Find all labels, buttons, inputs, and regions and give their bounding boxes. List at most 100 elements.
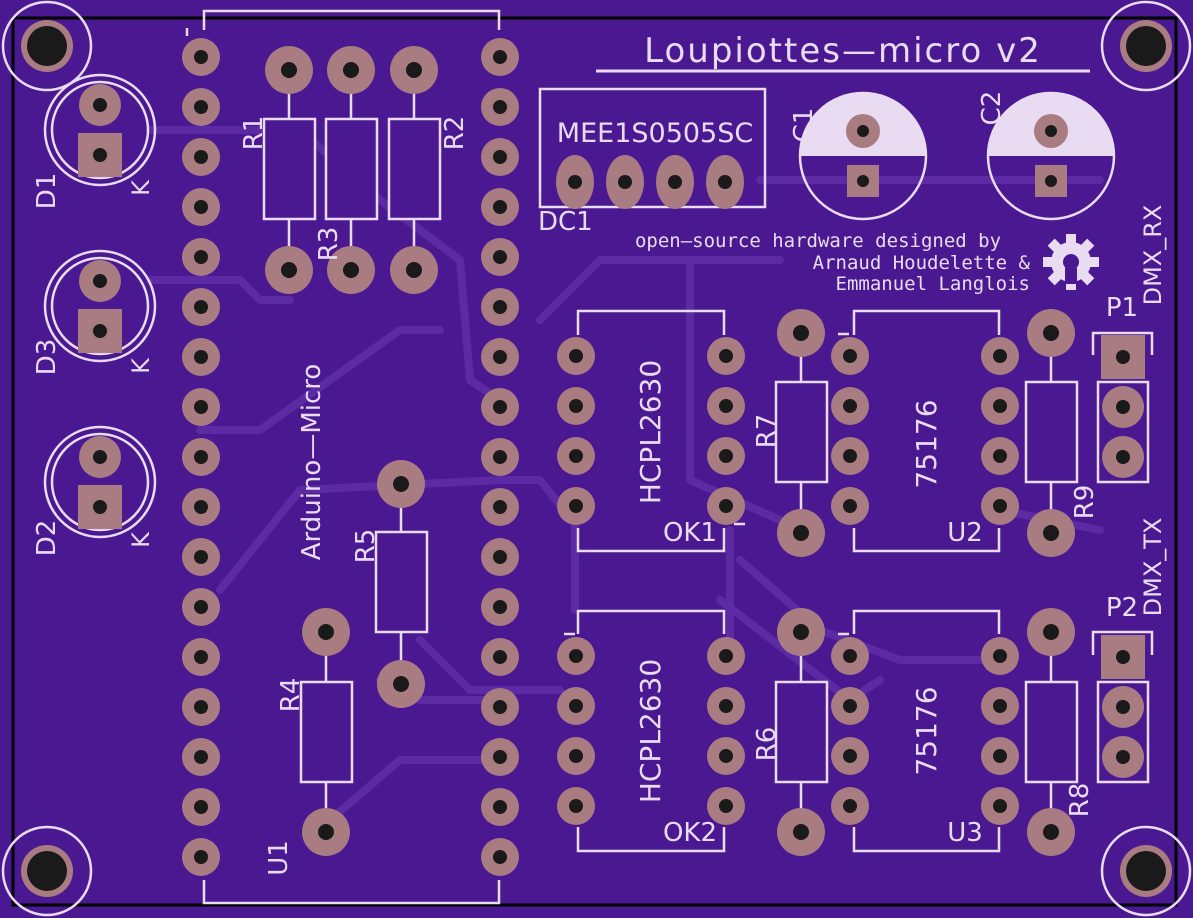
credits-line-2: Arnaud Houdelette &	[813, 252, 1031, 274]
u1-pin-left	[182, 788, 220, 826]
oshw-gear-icon	[1043, 234, 1099, 290]
ok1-pin	[707, 487, 745, 525]
hcpl-top-label: HCPL2630	[634, 360, 667, 504]
ok2-pin	[707, 637, 745, 675]
resistor-r3	[324, 70, 379, 270]
u1-label: U1	[264, 840, 294, 876]
board-title: Loupiottes—micro v2	[644, 31, 1042, 71]
p2-pin	[1102, 736, 1144, 778]
ok2-pin	[557, 637, 595, 675]
p1-label: P1	[1106, 293, 1138, 323]
dc1-label: DC1	[538, 207, 593, 237]
u1-pin-right	[481, 838, 519, 876]
mounting-hole-bottom-left	[1, 825, 93, 917]
u3-pin	[831, 637, 869, 675]
resistor-pad	[1027, 509, 1075, 557]
u1-pin-right	[481, 38, 519, 76]
dc-converter-dc1	[538, 87, 767, 209]
u1-pin-left	[182, 838, 220, 876]
u1-pin-right	[481, 788, 519, 826]
hcpl-bottom-label: HCPL2630	[634, 659, 667, 803]
u1-pin-left	[182, 438, 220, 476]
u1-pin-left	[182, 688, 220, 726]
led-cathode-pad	[78, 485, 122, 529]
u1-pin-left	[182, 538, 220, 576]
pads	[78, 38, 1145, 876]
ok1-pin	[707, 387, 745, 425]
resistor-r6	[774, 632, 829, 832]
transceiver-u2-outline	[838, 309, 1001, 553]
u2-label: U2	[947, 518, 983, 548]
u2-pin	[981, 487, 1019, 525]
dmx-rx-label: DMX_RX	[1139, 205, 1167, 306]
dmx-tx-label: DMX_TX	[1139, 518, 1167, 617]
u1-pin-left	[182, 488, 220, 526]
d1-cathode-label: K	[127, 179, 155, 196]
dc1-pin	[606, 155, 644, 209]
resistor-pad	[265, 46, 313, 94]
d3-label: D3	[32, 339, 62, 376]
ok1-pin	[557, 487, 595, 525]
led-anode-pad	[79, 84, 121, 126]
d2-label: D2	[32, 520, 62, 557]
resistor-pad	[1027, 808, 1075, 856]
ok2-pin	[707, 687, 745, 725]
resistor-pad	[377, 460, 425, 508]
resistor-pad	[377, 660, 425, 708]
r9-label: R9	[1070, 485, 1100, 520]
u3-pin	[981, 737, 1019, 775]
u1-pin-right	[481, 238, 519, 276]
capacitor-pad	[1034, 114, 1068, 148]
ok2-pin	[557, 787, 595, 825]
led-d2	[43, 425, 157, 539]
p1-pin-1	[1101, 335, 1145, 379]
c1-label: C1	[789, 108, 819, 143]
u2-pin	[981, 387, 1019, 425]
ok2-pin	[707, 787, 745, 825]
resistor-pad	[777, 509, 825, 557]
mounting-hole-top-right	[1100, 0, 1192, 92]
resistor-r9	[1024, 333, 1079, 533]
u1-pin-left	[182, 138, 220, 176]
r2-label: R2	[440, 116, 470, 151]
u3-pin	[981, 637, 1019, 675]
led-d3	[43, 249, 157, 363]
u1-pin-left	[182, 238, 220, 276]
u2-pin	[981, 337, 1019, 375]
optocoupler-ok2-outline	[564, 609, 726, 853]
resistor-pad	[777, 808, 825, 856]
u1-pin-left	[182, 288, 220, 326]
u3-pin	[831, 687, 869, 725]
resistor-pad	[327, 246, 375, 294]
u1-pin-left	[182, 88, 220, 126]
u2-pin	[831, 337, 869, 375]
resistor-pad	[302, 808, 350, 856]
resistor-pad	[265, 246, 313, 294]
r4-label: R4	[276, 678, 306, 713]
u2-pin	[831, 437, 869, 475]
u2-pin	[831, 487, 869, 525]
ic-75176-bottom-label: 75176	[910, 686, 943, 775]
ok2-pin	[707, 737, 745, 775]
connector-p1-outline	[1091, 331, 1154, 484]
u1-pin-right	[481, 738, 519, 776]
u1-pin-right	[481, 188, 519, 226]
dc1-pin	[556, 155, 594, 209]
u1-pin-right	[481, 338, 519, 376]
resistor-pad	[777, 608, 825, 656]
u1-pin-right	[481, 288, 519, 326]
p1-pin	[1102, 386, 1144, 428]
p2-pin	[1102, 686, 1144, 728]
dc1-pin	[706, 155, 744, 209]
u1-pin-left	[182, 738, 220, 776]
r8-label: R8	[1065, 783, 1095, 818]
u1-pin-right	[481, 688, 519, 726]
u1-pin-left	[182, 338, 220, 376]
ok1-pin	[707, 337, 745, 375]
resistor-r2	[387, 70, 442, 270]
led-d1	[43, 73, 157, 187]
u1-pin-left	[182, 388, 220, 426]
capacitor-pad-square	[847, 165, 879, 197]
u3-pin	[981, 787, 1019, 825]
